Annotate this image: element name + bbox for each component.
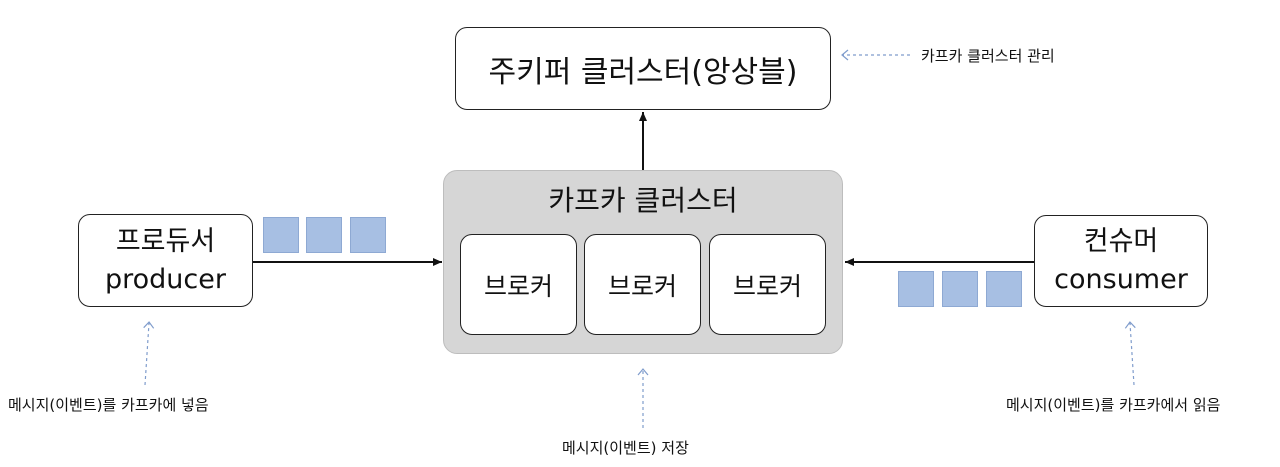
message-block bbox=[306, 217, 342, 253]
producer-label-ko: 프로듀서 bbox=[115, 225, 216, 257]
producer-label-en: producer bbox=[105, 263, 226, 295]
producer-note: 메시지(이벤트)를 카프카에 넣음 bbox=[8, 396, 209, 414]
broker-box: 브로커 bbox=[584, 234, 701, 335]
kafka-cluster-title: 카프카 클러스터 bbox=[548, 184, 738, 217]
consumer-note: 메시지(이벤트)를 카프카에서 읽음 bbox=[1006, 396, 1221, 414]
broker-label: 브로커 bbox=[732, 271, 802, 301]
producer-box: 프로듀서 producer bbox=[78, 214, 253, 307]
message-block bbox=[350, 217, 386, 253]
consumer-label-ko: 컨슈머 bbox=[1083, 226, 1159, 257]
message-block bbox=[986, 271, 1022, 307]
broker-label: 브로커 bbox=[607, 271, 677, 301]
zookeeper-note: 카프카 클러스터 관리 bbox=[921, 47, 1055, 65]
cluster-note: 메시지(이벤트) 저장 bbox=[562, 439, 689, 457]
zookeeper-cluster-label: 주키퍼 클러스터(앙상블) bbox=[488, 54, 798, 90]
message-block bbox=[898, 271, 934, 307]
consumer-label-en: consumer bbox=[1054, 264, 1188, 295]
consumer-box: 컨슈머 consumer bbox=[1034, 215, 1208, 307]
kafka-cluster-box: 카프카 클러스터 브로커 브로커 브로커 bbox=[443, 170, 843, 354]
message-block bbox=[263, 217, 299, 253]
broker-box: 브로커 bbox=[460, 234, 577, 335]
broker-label: 브로커 bbox=[483, 271, 553, 301]
message-block bbox=[942, 271, 978, 307]
zookeeper-cluster-box: 주키퍼 클러스터(앙상블) bbox=[455, 27, 831, 110]
consumer-note-arrow bbox=[1124, 321, 1136, 386]
producer-note-arrow bbox=[143, 321, 155, 386]
broker-box: 브로커 bbox=[709, 234, 826, 335]
